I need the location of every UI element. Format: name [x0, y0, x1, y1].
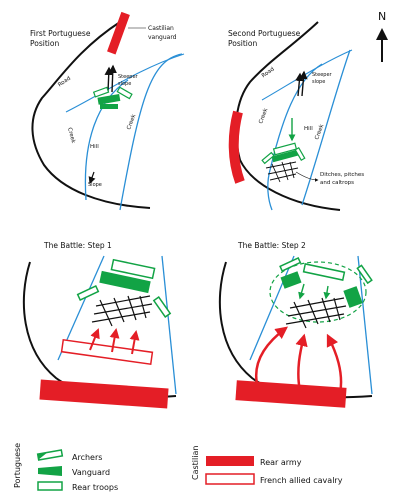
castilian-vanguard-label-2: vanguard — [148, 34, 177, 41]
p3-vanguard — [99, 270, 151, 294]
steeper-arrow-2 — [104, 66, 113, 93]
panel-first-position: First Portuguese Position Road Creek Cre… — [30, 11, 185, 211]
steeper-label-1: Steeper — [312, 72, 333, 78]
p2-vanguard — [271, 149, 299, 163]
p1-vanguard-2 — [100, 104, 118, 109]
p4-army-arrow-3 — [326, 333, 343, 395]
steeper-label-1: Steeper — [118, 74, 139, 80]
creek-left — [84, 79, 129, 201]
legend-rear-troops-swatch — [37, 481, 63, 491]
ditches-pointer — [295, 171, 319, 182]
panel1-title-line2: Position — [30, 39, 59, 48]
panel2-title-line2: Position — [228, 39, 257, 48]
ditches-label-2: and caltrops — [320, 180, 354, 186]
p1-archers-left — [92, 86, 110, 98]
p4-green-arrow-right — [323, 285, 331, 300]
legend: Portuguese Castilian Archers Vanguard Re… — [0, 417, 400, 492]
panel-battle-step-1: The Battle: Step 1 — [22, 241, 177, 409]
castilian-vanguard — [107, 11, 130, 55]
p2-rear-troops — [272, 142, 298, 156]
p1-vanguard — [97, 93, 121, 105]
legend-archers-tip — [38, 452, 48, 460]
legend-french-cavalry-swatch — [205, 473, 255, 485]
panel-second-position: Second Portuguese Position Road Creek Cr… — [228, 21, 364, 211]
creek-right — [161, 255, 177, 395]
panel2-title-line1: Second Portuguese — [228, 29, 301, 38]
creek-right-label: Creek — [126, 113, 137, 131]
p3-archers-left — [76, 285, 100, 301]
road-curve — [31, 21, 151, 209]
creek-left-label: Creek — [66, 127, 76, 145]
legend-rear-army-label: Rear army — [260, 458, 302, 467]
legend-french-cavalry-label: French allied cavalry — [260, 476, 343, 485]
panel4-title: The Battle: Step 2 — [237, 241, 306, 250]
p4-encirclement — [269, 261, 367, 323]
panel-battle-step-2: The Battle: Step 2 — [218, 241, 373, 408]
p2-archers-left — [261, 151, 275, 165]
compass-label: N — [378, 10, 386, 23]
legend-portuguese: Portuguese — [13, 443, 22, 488]
creek-left — [249, 255, 295, 361]
ditches-label-1: Ditches, pitches — [320, 172, 364, 178]
castilian-army — [228, 110, 245, 184]
p4-vanguard-right — [343, 286, 363, 308]
p3-french-cavalry — [60, 338, 154, 366]
creek-right — [301, 49, 351, 206]
legend-vanguard-label: Vanguard — [72, 468, 110, 477]
hill-label: Hill — [304, 126, 313, 132]
slope-arrow — [88, 171, 96, 185]
castilian-vanguard-label-1: Castilian — [148, 25, 174, 32]
p4-rear-army — [235, 380, 347, 408]
p3-cav-arrow-2 — [109, 328, 120, 353]
p3-cav-arrow-3 — [129, 330, 140, 355]
steeper-label-2: slope — [118, 81, 131, 87]
creek-right — [357, 255, 373, 395]
legend-vanguard-swatch — [38, 466, 62, 476]
caltrops — [91, 295, 153, 327]
creek-right-label: Creek — [314, 123, 325, 141]
p4-rear-troops — [302, 263, 346, 281]
steeper-label-2: slope — [312, 79, 325, 85]
p2-archers-right — [294, 146, 306, 162]
panel3-title: The Battle: Step 1 — [43, 241, 112, 250]
caltrops — [265, 161, 299, 183]
p3-cav-arrow-1 — [89, 328, 100, 351]
p4-army-arrow-1 — [255, 326, 288, 389]
legend-castilian: Castilian — [191, 446, 200, 480]
hill-label: Hill — [90, 144, 99, 150]
p1-archers-right — [116, 86, 133, 100]
slope-label: Slope — [88, 182, 102, 188]
p4-green-arrow-left — [298, 283, 305, 300]
p3-rear-troops — [110, 258, 156, 280]
p3-archers-right — [152, 296, 172, 318]
p4-vanguard-left — [280, 271, 302, 289]
p3-rear-army — [39, 379, 169, 409]
legend-rear-troops-label: Rear troops — [72, 483, 118, 492]
p4-army-arrow-2 — [295, 333, 308, 393]
legend-archers-label: Archers — [72, 453, 102, 462]
steeper-arrow-2 — [295, 72, 304, 97]
steeper-arrow — [108, 64, 117, 93]
steeper-arrow — [299, 70, 308, 97]
p4-archers-right — [356, 264, 373, 285]
compass: N — [376, 10, 388, 62]
creek-top — [65, 53, 185, 113]
panel1-title-line1: First Portuguese — [30, 29, 91, 38]
legend-rear-army-swatch — [206, 456, 254, 466]
p4-archers-top — [279, 256, 302, 272]
caltrops — [285, 297, 347, 329]
creek-left-label: Creek — [258, 107, 269, 125]
